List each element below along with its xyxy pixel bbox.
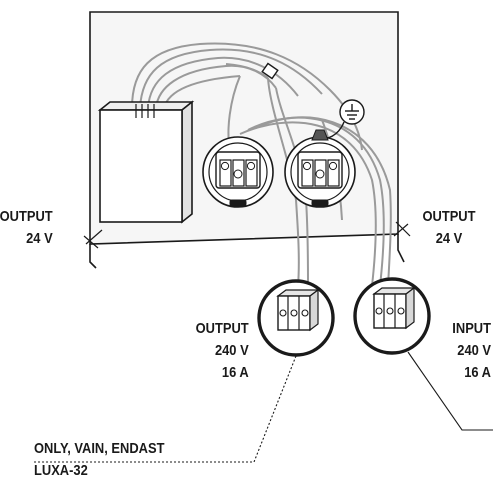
socket-right-icon (284, 129, 356, 208)
label-output-24v-left: OUTPUT 24 V (0, 206, 53, 250)
label-note-line2: LUXA-32 (34, 462, 88, 479)
label-output-24v-left-line1: OUTPUT (0, 208, 53, 225)
label-input-240v-line3: 16 A (464, 364, 491, 381)
label-output-24v-right: OUTPUT 24 V (419, 206, 479, 250)
label-note: ONLY, VAIN, ENDAST LUXA-32 (34, 438, 164, 482)
label-output-240v-line3: 16 A (222, 364, 249, 381)
label-output-240v-line2: 240 V (215, 342, 249, 359)
label-note-line1: ONLY, VAIN, ENDAST (34, 440, 165, 457)
terminal-block-right-icon (353, 277, 431, 355)
leader-lines (34, 351, 493, 463)
wire-bundle (131, 42, 392, 287)
label-input-240v-line2: 240 V (457, 342, 491, 359)
label-output-24v-right-line2: 24 V (435, 230, 463, 247)
label-input-240v: INPUT 240 V 16 A (452, 318, 491, 384)
wire-clip (261, 62, 279, 80)
label-output-240v-line1: OUTPUT (195, 320, 249, 337)
terminal-block-left-icon (257, 279, 335, 357)
socket-left-icon (202, 136, 274, 208)
transformer-icon (97, 100, 195, 224)
label-output-24v-right-line1: OUTPUT (422, 208, 476, 225)
label-input-240v-line1: INPUT (452, 320, 491, 337)
label-output-240v: OUTPUT 240 V 16 A (196, 318, 249, 384)
label-output-24v-left-line2: 24 V (26, 230, 53, 247)
ground-symbol-icon (327, 99, 365, 139)
